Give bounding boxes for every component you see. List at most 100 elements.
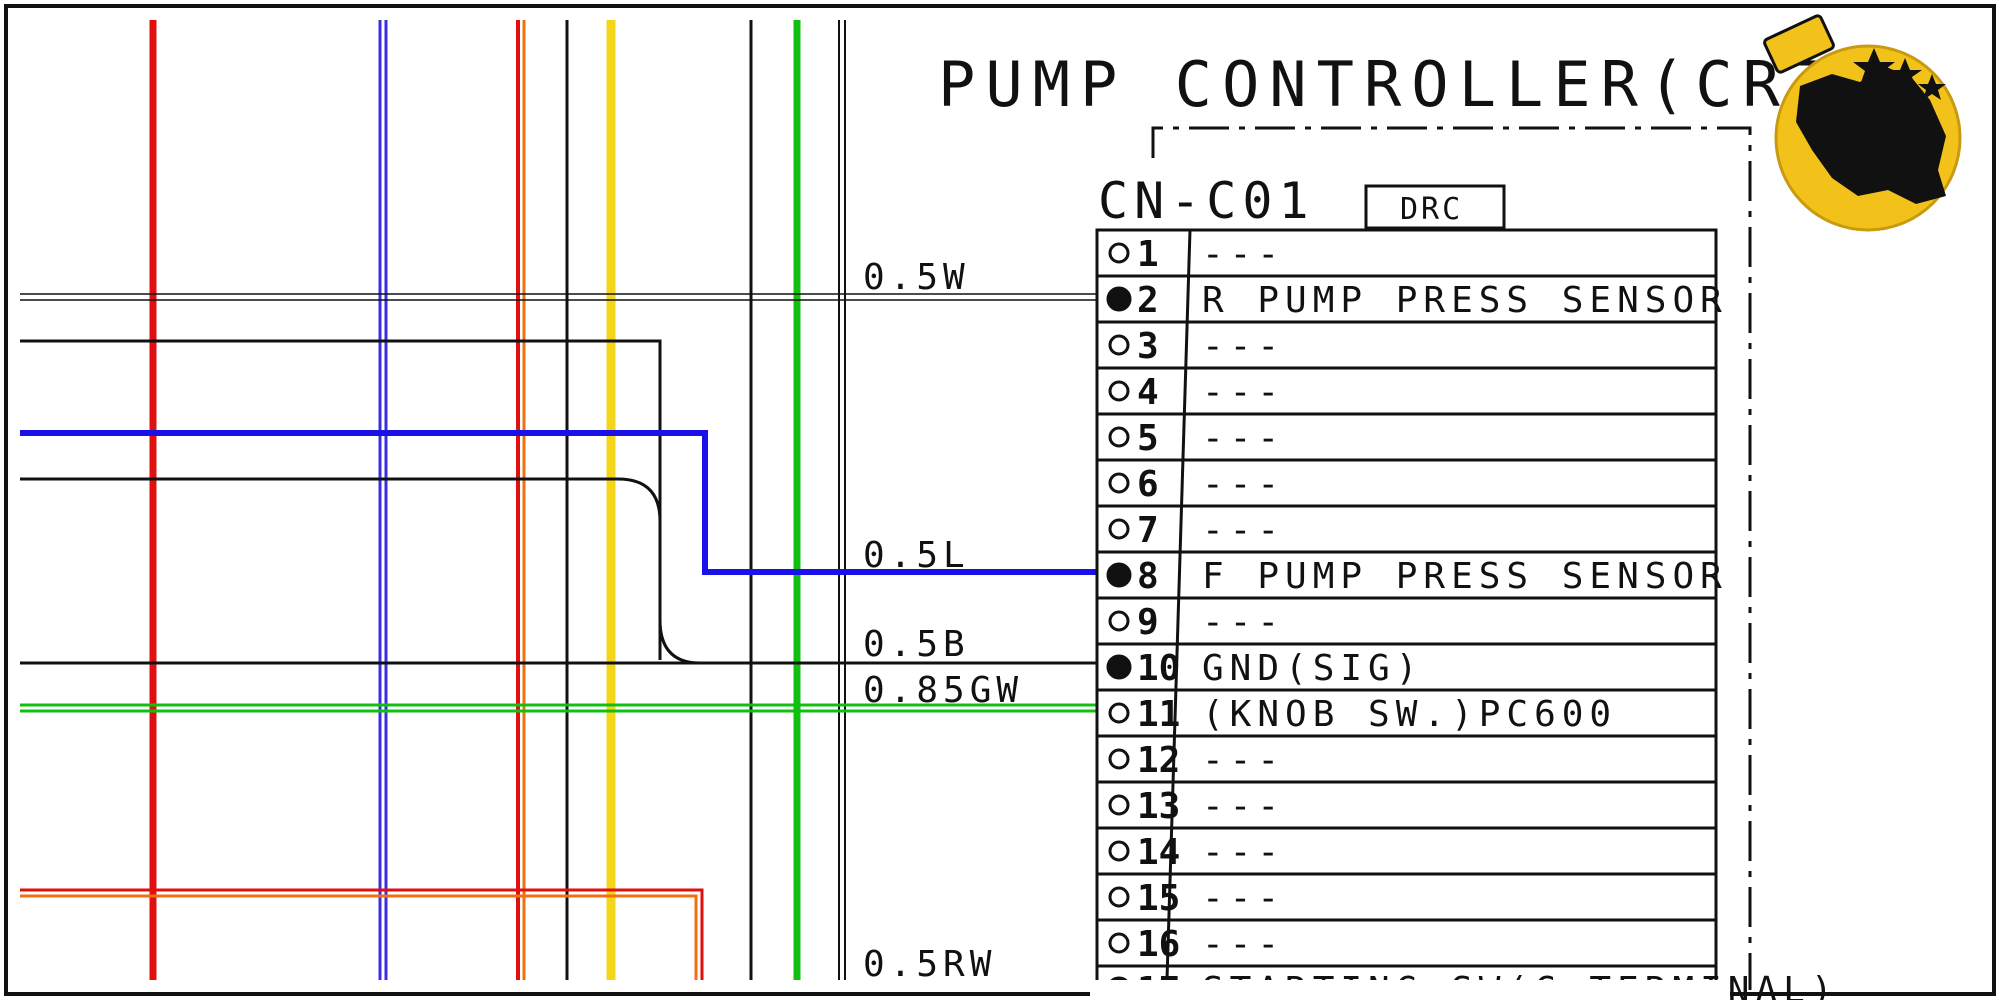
pin-description: --- xyxy=(1202,418,1285,459)
pin-terminal-open-icon xyxy=(1108,426,1130,448)
wire-label-0-85gw: 0.85GW xyxy=(863,670,1023,711)
pin-row-cell xyxy=(1095,412,1718,462)
pin-row-16: 16 --- xyxy=(1095,918,1718,968)
pin-row-5: 5 --- xyxy=(1095,412,1718,462)
pin-row-cell xyxy=(1095,688,1718,738)
pin-row-cell xyxy=(1095,550,1718,600)
bottom-crop-mask xyxy=(1090,980,1730,1000)
pin-row-cell xyxy=(1095,872,1718,922)
pin-description: --- xyxy=(1202,832,1285,873)
pin-description: --- xyxy=(1202,510,1285,551)
star-icon-2 xyxy=(1888,58,1922,89)
pin-description: GND(SIG) xyxy=(1202,648,1423,689)
pin-terminal-open-icon xyxy=(1108,840,1130,862)
pin-row-cell xyxy=(1095,320,1718,370)
pin-terminal-open-icon xyxy=(1108,702,1130,724)
wire-red-white-bottom-a xyxy=(20,888,704,980)
wire-label-0-5rw: 0.5RW xyxy=(863,944,996,985)
pin-description: --- xyxy=(1202,602,1285,643)
wire-blue-to-pin-8 xyxy=(20,430,1105,575)
pin-terminal-filled-icon xyxy=(1106,654,1132,680)
pin-number: 14 xyxy=(1137,832,1180,873)
pin-number: 7 xyxy=(1137,510,1159,551)
pin-terminal-open-icon xyxy=(1108,932,1130,954)
pin-row-cell xyxy=(1095,366,1718,416)
wire-label-0-5w: 0.5W xyxy=(863,257,970,298)
pin-row-10: 10 GND(SIG) xyxy=(1095,642,1718,692)
pin-description: R PUMP PRESS SENSOR xyxy=(1202,280,1728,321)
pin-number: 3 xyxy=(1137,326,1159,367)
pin-terminal-open-icon xyxy=(1108,610,1130,632)
pin-row-1: 1--- xyxy=(1095,228,1718,278)
pin-terminal-open-icon xyxy=(1108,748,1130,770)
connector-tag: DRC xyxy=(1400,192,1463,227)
pin-terminal-filled-icon xyxy=(1106,286,1132,312)
pin-row-cell xyxy=(1095,780,1718,830)
pin-number: 2 xyxy=(1137,280,1159,321)
vertical-wire-bundle xyxy=(149,20,846,980)
wire-black-bend-upper xyxy=(20,339,662,660)
wire-label-0-5b: 0.5B xyxy=(863,624,970,665)
pin-terminal-open-icon xyxy=(1108,886,1130,908)
pin-number: 4 xyxy=(1137,372,1159,413)
pin-row-2: 2 R PUMP PRESS SENSOR xyxy=(1095,274,1728,324)
pin-terminal-open-icon xyxy=(1108,334,1130,356)
controller-boundary xyxy=(1151,126,1752,990)
pin-terminal-open-icon xyxy=(1108,472,1130,494)
logo-device-icon xyxy=(1763,14,1835,74)
pin-row-7: 7 --- xyxy=(1095,504,1718,554)
pin-description: --- xyxy=(1202,878,1285,919)
star-icon xyxy=(1853,48,1895,85)
pin-description: --- xyxy=(1202,464,1285,505)
pin-terminal-open-icon xyxy=(1108,242,1130,264)
pin-description: F PUMP PRESS SENSOR xyxy=(1202,556,1728,597)
pin-number: 11 xyxy=(1137,694,1180,735)
pin-number: 8 xyxy=(1137,556,1159,597)
pin-row-cell xyxy=(1095,504,1718,554)
controller-title: PUMP CONTROLLER(CR7 xyxy=(938,48,1837,121)
iran-map-icon xyxy=(1796,66,1946,204)
pin-description: --- xyxy=(1202,740,1285,781)
pin-row-15: 15--- xyxy=(1095,872,1718,922)
star-icon-3 xyxy=(1918,74,1946,100)
pin-terminal-filled-icon xyxy=(1106,562,1132,588)
bil-logo: BiL www.BiL.ir xyxy=(1763,14,1962,232)
connector-name: CN-C01 xyxy=(1098,172,1315,230)
pin-number: 1 xyxy=(1137,234,1159,275)
pin-row-8: 8 F PUMP PRESS SENSOR xyxy=(1095,550,1728,600)
pin-row-cell xyxy=(1095,596,1718,646)
horizontal-wires xyxy=(20,293,1105,980)
pin-number: 16 xyxy=(1137,924,1180,965)
pin-row-cell xyxy=(1095,458,1718,508)
pin-number: 10 xyxy=(1137,648,1180,689)
pin-row-cell xyxy=(1095,918,1718,968)
pin-row-cell xyxy=(1095,826,1718,876)
connector-tag-box xyxy=(1364,184,1506,230)
pin-description: --- xyxy=(1202,786,1285,827)
pin-row-6: 6--- xyxy=(1095,458,1718,508)
pin-row-cell xyxy=(1095,734,1718,784)
pin-description: --- xyxy=(1202,372,1285,413)
pin-description: --- xyxy=(1202,326,1285,367)
pin-terminal-open-icon xyxy=(1108,380,1130,402)
pin-column-divider xyxy=(1164,229,1192,1000)
pin-terminal-open-icon xyxy=(1108,794,1130,816)
pin-row-cell xyxy=(1095,228,1718,278)
pin-description: --- xyxy=(1202,924,1285,965)
pin-number: 9 xyxy=(1137,602,1159,643)
pin-row-9: 9 --- xyxy=(1095,596,1718,646)
pin-row-4: 4 --- xyxy=(1095,366,1718,416)
pin-row-13: 13--- xyxy=(1095,780,1718,830)
pin-description: (KNOB SW.)PC600 xyxy=(1202,694,1617,735)
page-border xyxy=(4,4,1996,996)
wire-red-white-bottom-b xyxy=(20,894,698,980)
wire-label-0-5l: 0.5L xyxy=(863,535,970,576)
pin-row-cell xyxy=(1095,274,1718,324)
pin-number: 5 xyxy=(1137,418,1159,459)
pin-row-14: 14 --- xyxy=(1095,826,1718,876)
logo-url: www.BiL.ir xyxy=(1838,155,1910,169)
pin-terminal-open-icon xyxy=(1108,518,1130,540)
wire-black-bend-lower xyxy=(20,477,701,665)
